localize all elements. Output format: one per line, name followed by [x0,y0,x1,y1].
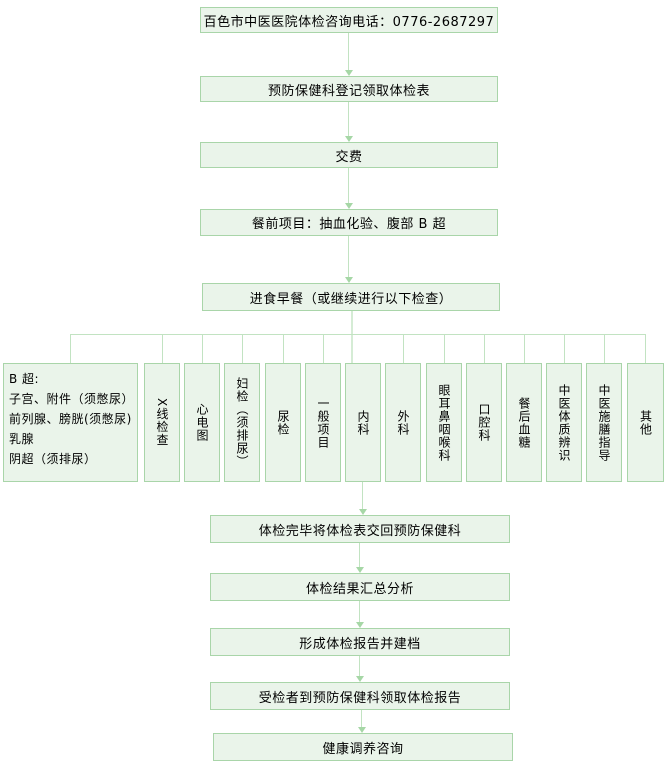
exam-column-gynecology: 妇检（须排尿） [224,363,260,482]
connector-line [348,33,349,70]
connector-line [348,236,349,277]
connector-drop [242,334,243,363]
connector-line [362,482,363,509]
arrow-down-icon [345,70,353,76]
flow-step-hotline: 百色市中医医院体检咨询电话：0776-2687297 [200,7,498,33]
flow-step-payment: 交费 [200,142,498,168]
connector-line [361,710,362,727]
flow-step-return-form: 体检完毕将体检表交回预防保健科 [210,515,510,543]
connector-drop [162,334,163,363]
b-ultrasound-item: 乳腺 [9,432,35,446]
exam-column-ecg: 心电图 [184,363,220,482]
exam-column-tcm-diet-guidance: 中医施膳指导 [586,363,622,482]
connector-drop [645,334,646,363]
arrow-down-icon [345,203,353,209]
arrow-down-icon [356,622,364,628]
flow-step-breakfast: 进食早餐（或继续进行以下检查） [202,283,500,311]
connector-drop [604,334,605,363]
flow-step-create-report: 形成体检报告并建档 [210,628,510,656]
flow-step-pre-meal-items: 餐前项目：抽血化验、腹部 B 超 [200,209,498,236]
exam-column-internal-medicine: 内科 [345,363,381,482]
flow-step-summary-analysis: 体检结果汇总分析 [210,573,510,601]
connector-drop [283,334,284,363]
exam-column-ent: 眼耳鼻咽喉科 [426,363,462,482]
b-ultrasound-title: B 超: [9,372,40,386]
flow-step-collect-report: 受检者到预防保健科领取体检报告 [210,682,510,710]
arrow-down-icon [358,727,366,733]
exam-column-surgery: 外科 [385,363,421,482]
arrow-down-icon [356,676,364,682]
connector-rail [70,334,646,335]
connector-drop [524,334,525,363]
exam-column-xray: X线检查 [144,363,180,482]
connector-drop [444,334,445,363]
connector-drop [202,334,203,363]
b-ultrasound-item: 阴超（须排尿） [9,452,97,466]
arrow-down-icon [345,136,353,142]
exam-column-tcm-constitution: 中医体质辨识 [546,363,582,482]
exam-column-general-items: 一般项目 [305,363,341,482]
exam-column-urine-test: 尿检 [265,363,301,482]
exam-column-other: 其他 [627,363,664,482]
connector-drop [564,334,565,363]
connector-drop [403,334,404,363]
connector-stem [351,311,353,363]
connector-drop [70,334,71,363]
connector-drop [323,334,324,363]
arrow-down-icon [359,509,367,515]
flow-step-register: 预防保健科登记领取体检表 [200,76,498,102]
flow-step-health-consult: 健康调养咨询 [213,733,513,761]
arrow-down-icon [356,567,364,573]
connector-line [348,102,349,136]
connector-line [359,601,360,622]
connector-drop [484,334,485,363]
connector-line [359,656,360,676]
arrow-down-icon [345,277,353,283]
b-ultrasound-item: 前列腺、膀胱(须憋尿) [9,412,132,426]
connector-line [359,543,360,567]
b-ultrasound-item: 子宫、附件（须憋尿） [9,392,135,406]
exam-column-dental: 口腔科 [466,363,502,482]
connector-line [348,168,349,203]
exam-column-b-ultrasound: B 超: 子宫、附件（须憋尿） 前列腺、膀胱(须憋尿) 乳腺 阴超（须排尿） [3,363,138,482]
exam-column-postprandial-glucose: 餐后血糖 [506,363,542,482]
